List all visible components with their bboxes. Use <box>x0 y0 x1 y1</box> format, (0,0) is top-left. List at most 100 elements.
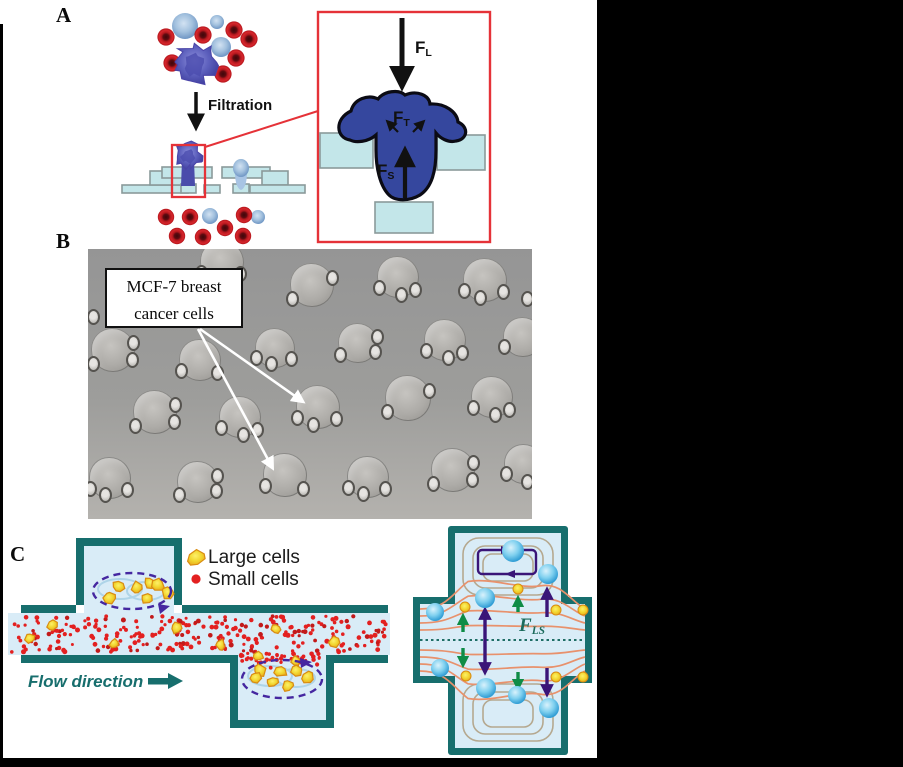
passing-small-cell <box>233 159 249 190</box>
micropillar <box>373 279 387 296</box>
micropillar <box>503 402 517 419</box>
large-cell <box>141 593 153 604</box>
canvas-corner <box>0 0 3 24</box>
large-cell-sphere <box>508 686 526 704</box>
large-cell-icon <box>186 548 206 566</box>
micropillar <box>409 282 423 299</box>
cell-suspension-cluster <box>157 13 258 86</box>
micropillar <box>120 481 134 498</box>
micropillar <box>127 335 141 352</box>
micropillar <box>441 350 455 367</box>
micropillar <box>259 478 273 494</box>
large-cell <box>46 619 58 631</box>
flow-direction-label: Flow direction <box>28 672 144 691</box>
large-cell <box>249 672 263 684</box>
force-fs-label: FS <box>377 161 394 182</box>
vortex-arrowhead-bottom <box>300 658 312 668</box>
large-cell <box>108 637 120 649</box>
microfilter-schematic <box>121 110 319 199</box>
micropillar <box>211 467 225 484</box>
large-cell <box>23 633 36 645</box>
micropillar <box>467 399 481 416</box>
large-cell <box>150 577 165 591</box>
white-blood-cell <box>202 208 218 224</box>
red-blood-cell <box>216 219 234 237</box>
force-ft-arrow-right <box>412 119 426 133</box>
white-blood-cell <box>211 37 231 57</box>
micropillar <box>290 410 304 426</box>
cell-trapping-channel-device <box>8 538 390 728</box>
filtration-label: Filtration <box>208 97 273 114</box>
white-blood-cell <box>210 15 224 29</box>
large-cell-sphere <box>476 678 496 698</box>
panel-a-diagram <box>121 10 492 246</box>
red-blood-cell <box>240 30 258 48</box>
large-cell <box>186 548 206 566</box>
force-fs-symbol: F <box>377 161 388 180</box>
micropillar <box>215 419 229 436</box>
red-blood-cell <box>227 49 245 67</box>
micropillar <box>370 329 384 345</box>
micropillar <box>88 355 100 372</box>
red-blood-cell <box>235 206 253 224</box>
micropillar <box>167 413 181 430</box>
red-blood-cell <box>157 208 175 226</box>
legend-icons <box>186 548 206 584</box>
large-cell-sphere <box>538 564 558 584</box>
white-blood-cell <box>251 210 265 224</box>
panel-c-diagram <box>8 526 592 755</box>
micropillar <box>285 290 299 307</box>
micropillar <box>465 471 479 488</box>
micrograph-annotations <box>196 327 306 471</box>
micropillar <box>297 480 311 497</box>
red-blood-cell <box>234 227 252 245</box>
micropillar <box>307 417 321 434</box>
inset-callout-line <box>204 110 319 148</box>
micropillar <box>520 291 532 307</box>
force-ft-symbol: F <box>393 108 404 127</box>
micropillar <box>333 347 347 364</box>
small-cell-bead <box>459 601 471 613</box>
annotation-arrow-1 <box>199 327 306 404</box>
red-blood-cell <box>181 208 199 226</box>
red-blood-cell <box>225 21 243 39</box>
micropillar <box>326 270 340 287</box>
red-blood-cell <box>194 26 212 44</box>
large-cell <box>270 623 282 635</box>
large-cell <box>282 680 295 692</box>
micropillar <box>209 483 223 500</box>
micropillar <box>457 283 471 299</box>
micropillar <box>380 404 394 421</box>
micropillar <box>420 342 434 359</box>
large-cell-sphere <box>426 603 444 621</box>
small-cells-flow <box>10 614 388 670</box>
flow-streamlines <box>419 579 586 701</box>
force-ft-label: FT <box>393 108 410 129</box>
white-blood-cell <box>172 13 198 39</box>
trapped-tumor-cell <box>176 140 204 171</box>
large-cell <box>273 665 288 677</box>
force-ft-arrow-left <box>385 119 399 133</box>
large-cell <box>130 580 143 594</box>
large-cell <box>266 677 280 688</box>
small-cell-bead <box>577 604 589 616</box>
large-cell-sphere <box>539 698 559 718</box>
force-fs-subscript: S <box>387 169 395 182</box>
small-cell-bead <box>512 583 524 595</box>
mcf7-annotation-line1: MCF-7 breast <box>126 277 222 296</box>
red-blood-cell <box>157 28 175 46</box>
large-cell <box>102 591 117 605</box>
micropillar <box>249 350 263 366</box>
micropillar <box>329 411 343 428</box>
micropillar <box>88 480 97 497</box>
micropillar <box>426 475 440 492</box>
large-cell-sphere <box>502 540 524 562</box>
micrograph <box>88 249 532 519</box>
micropillar <box>128 417 142 434</box>
micropillar <box>499 466 513 482</box>
micropillar <box>496 284 510 301</box>
vortex-path-top <box>91 571 173 611</box>
large-cell <box>112 580 126 593</box>
red-blood-cell <box>194 228 212 246</box>
filtered-cells-cluster <box>157 206 265 246</box>
